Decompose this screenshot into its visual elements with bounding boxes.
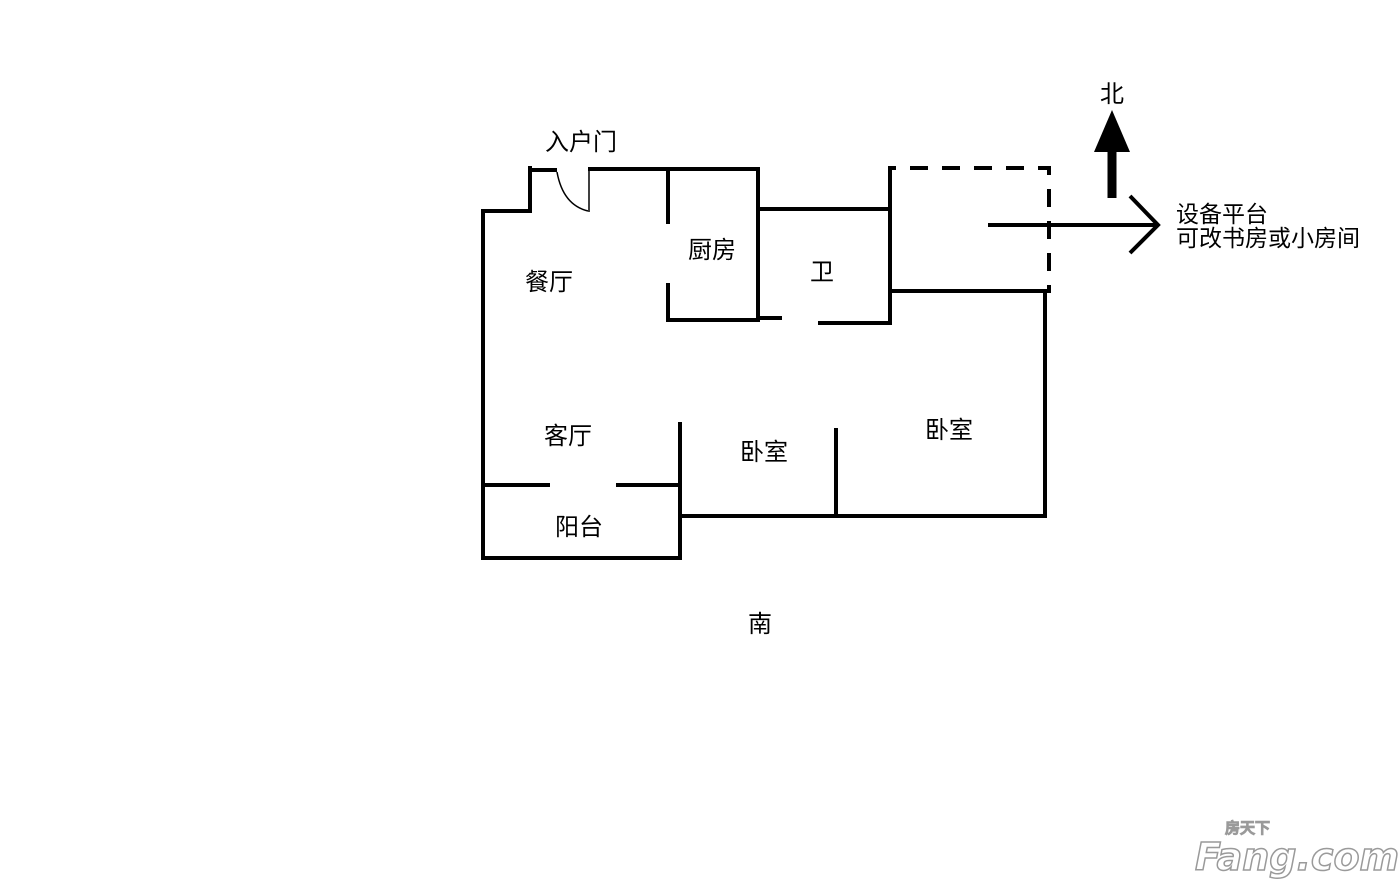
- label-platform-line1: 设备平台: [1176, 202, 1268, 228]
- watermark-logo: 房天下 Fang.com: [1194, 817, 1400, 880]
- label-dining-room: 餐厅: [525, 268, 573, 296]
- label-kitchen: 厨房: [688, 236, 736, 264]
- door-swing-arc: [556, 171, 589, 212]
- label-north: 北: [1100, 80, 1124, 108]
- label-bathroom: 卫: [810, 258, 834, 286]
- label-bedroom-large: 卧室: [925, 416, 973, 444]
- wall-bathroom-north: [758, 207, 892, 325]
- wall-west: [481, 166, 1047, 560]
- walls: [481, 166, 1051, 560]
- label-south: 南: [748, 610, 772, 638]
- label-platform-line2: 可改书房或小房间: [1176, 226, 1360, 252]
- annotation-arrow-icon: [988, 194, 1161, 255]
- wall-kitchen-west-bottom: [666, 283, 760, 322]
- label-entrance-door: 入户门: [545, 128, 617, 156]
- label-bedroom-small: 卧室: [740, 438, 788, 466]
- label-balcony: 阳台: [555, 513, 603, 541]
- equipment-platform-outline: [888, 166, 1051, 293]
- entrance-door: [556, 168, 590, 212]
- watermark-brand: Fang.com: [1194, 834, 1400, 880]
- wall-north-kitchen: [588, 167, 760, 320]
- north-arrow-icon: [1094, 110, 1130, 198]
- label-living-room: 客厅: [544, 422, 592, 450]
- watermark-sub: 房天下: [1225, 819, 1271, 838]
